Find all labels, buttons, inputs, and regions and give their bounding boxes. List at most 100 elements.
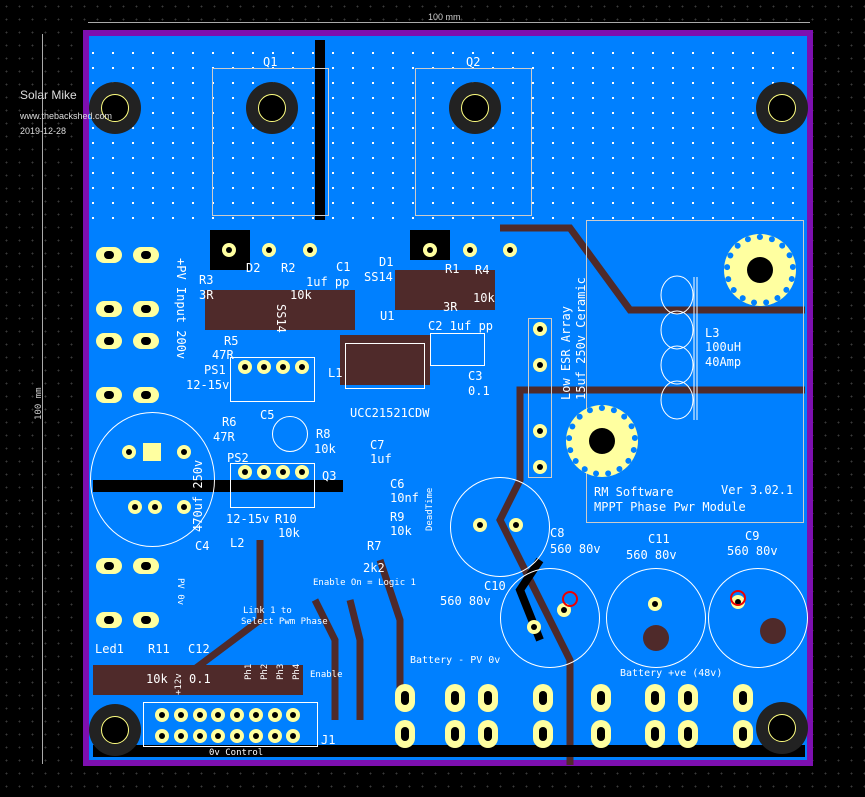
- ps1-outline: [230, 357, 315, 402]
- battery-pad: [645, 720, 665, 748]
- battery-pad: [445, 684, 465, 712]
- battery-pad: [678, 720, 698, 748]
- r8-label: R8: [316, 427, 331, 441]
- j1-pin: [286, 708, 301, 722]
- c3-value: 0.1: [468, 384, 490, 398]
- j1-pin: [230, 729, 244, 743]
- through-hole-pad: [509, 518, 523, 532]
- c8-value: 560 80v: [550, 542, 601, 556]
- l3-label: L3: [705, 326, 720, 340]
- j1-pin: [248, 708, 263, 722]
- j1-pin: [211, 729, 226, 743]
- c1-label: C1: [336, 260, 351, 274]
- through-hole-pad: [533, 358, 547, 372]
- through-hole-pad: [463, 243, 477, 257]
- mounting-hole-icon: [89, 704, 141, 756]
- r11-label: R11: [148, 642, 170, 656]
- through-hole-pad: [648, 597, 662, 611]
- r7-label: R7: [367, 539, 382, 553]
- through-hole-pad: [527, 620, 541, 634]
- r5-label: R5: [224, 334, 239, 348]
- battery-pad: [533, 720, 553, 748]
- through-hole-pad: [303, 243, 317, 257]
- battery-pad: [591, 720, 611, 748]
- c1-value: 1uf pp: [306, 275, 350, 289]
- battery-pad: [478, 720, 498, 748]
- version-label: Ver 3.02.1: [721, 483, 794, 497]
- r11-value: 10k: [146, 672, 168, 686]
- c6-value: 10nf: [390, 491, 419, 505]
- q2-outline: [415, 68, 532, 216]
- pv-0v-label: PV 0v: [175, 578, 185, 606]
- left-dimension-label: 100 mm: [34, 387, 44, 420]
- q1-label: Q1: [263, 55, 278, 69]
- c9-outline: [708, 568, 808, 668]
- battery-pad: [733, 720, 753, 748]
- ph1-label: Ph1: [244, 663, 254, 680]
- battery-positive-label: Battery +ve (48v): [620, 668, 723, 679]
- through-hole-pad: [503, 243, 517, 257]
- j1-control-label: 0v Control: [209, 748, 264, 758]
- led1-label: Led1: [95, 642, 124, 656]
- r3-label: R3: [199, 273, 214, 287]
- j1-pin: [286, 729, 301, 743]
- c4-outline: [90, 412, 215, 547]
- d1-label: D1: [379, 255, 394, 269]
- ps2-pin: [257, 465, 271, 479]
- j1-pin: [155, 729, 169, 743]
- pv-input-pad: [133, 333, 159, 349]
- through-hole-pad: [473, 518, 487, 532]
- c10-outline: [500, 568, 600, 668]
- pv-0v-pad: [96, 558, 122, 574]
- mounting-hole-icon: [449, 82, 501, 134]
- through-hole-pad: [262, 243, 276, 257]
- module-label: MPPT Phase Pwr Module: [594, 500, 746, 514]
- j1-pin: [173, 729, 188, 743]
- pv-input-pad: [96, 301, 122, 317]
- d2-ss14-label: SS14: [274, 304, 288, 333]
- ps1-label: PS1: [204, 363, 226, 377]
- esr-array-label-2: 15uf 250v Ceramic: [574, 277, 588, 400]
- through-hole-pad: [533, 322, 547, 336]
- j1-pin: [230, 708, 244, 722]
- ph4-label: Ph4: [292, 663, 302, 680]
- l1-label: L1: [328, 366, 343, 380]
- pv-input-label: +PV Input 200v: [174, 258, 188, 360]
- u1-label: U1: [380, 309, 395, 323]
- c4-label: C4: [195, 539, 210, 553]
- c4-square-pad: [143, 443, 161, 461]
- r6-value: 47R: [213, 430, 235, 444]
- r5-value: 47R: [212, 348, 234, 362]
- c11-label: C11: [648, 532, 670, 546]
- esr-array-outline: [528, 318, 552, 478]
- pv-0v-pad: [133, 612, 159, 628]
- j1-pin: [192, 708, 207, 722]
- pv-input-pad: [96, 247, 122, 263]
- c4-pad: [177, 445, 191, 459]
- j1-header[interactable]: [155, 708, 305, 744]
- q3-label: Q3: [322, 469, 337, 483]
- c8-outline: [450, 477, 550, 577]
- d1-ss14-label: SS14: [364, 270, 393, 284]
- j1-pin: [267, 708, 282, 722]
- c11-value: 560 80v: [626, 548, 677, 562]
- battery-pad: [533, 684, 553, 712]
- r9-label: R9: [390, 510, 405, 524]
- mounting-hole-icon: [89, 82, 141, 134]
- battery-pad: [678, 684, 698, 712]
- c4-pad: [122, 445, 136, 459]
- drc-marker-icon: [562, 591, 578, 607]
- c10-value: 560 80v: [440, 594, 491, 608]
- c12-label: C12: [188, 642, 210, 656]
- c9-label: C9: [745, 529, 760, 543]
- r10-value: 10k: [278, 526, 300, 540]
- c6-label: C6: [390, 477, 405, 491]
- link-note-2: Select Pwm Phase: [241, 617, 328, 627]
- u1-part-label: UCC21521CDW: [350, 406, 430, 420]
- pv-input-pad: [133, 387, 159, 403]
- battery-pad: [445, 720, 465, 748]
- heatsink-copper-grid: [92, 39, 805, 219]
- battery-pad: [395, 684, 415, 712]
- c2-label: C2 1uf pp: [428, 319, 494, 333]
- r4-value: 10k: [473, 291, 495, 305]
